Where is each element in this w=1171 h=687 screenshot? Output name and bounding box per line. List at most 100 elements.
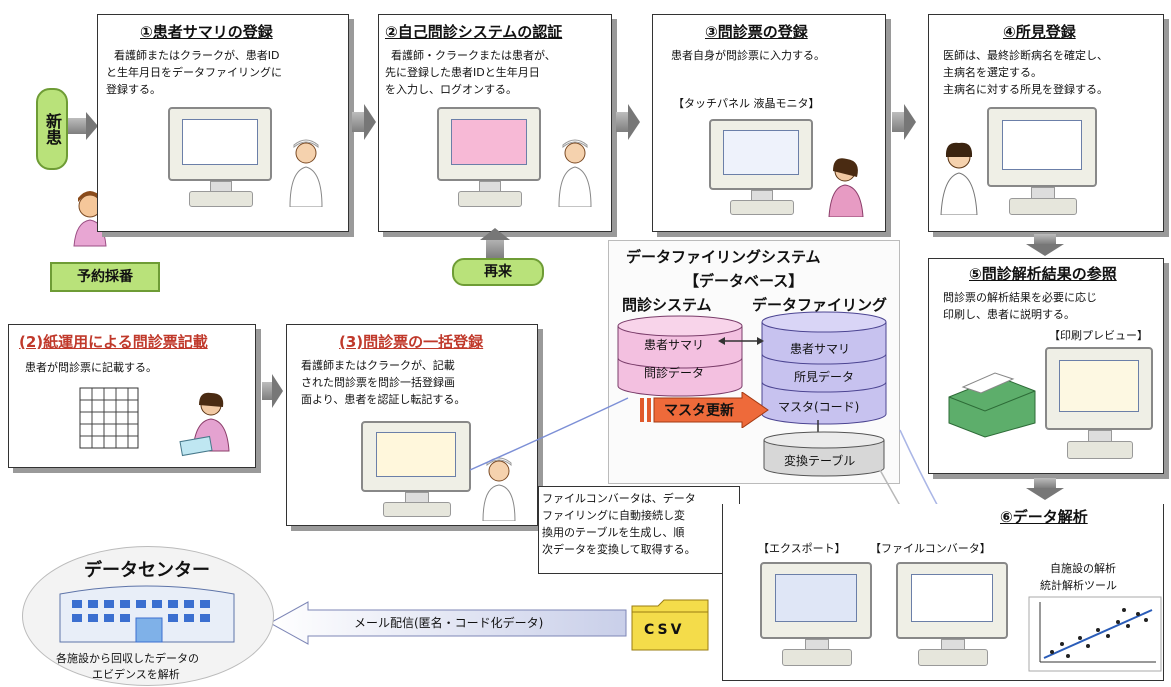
step1-line1: 看護師またはクラークが、患者ID	[114, 49, 280, 62]
bulk-box: (3)問診票の一括登録 看護師またはクラークが、記載 された問診票を問診一括登録…	[286, 324, 538, 526]
step5-title: ⑤問診解析結果の参照	[969, 265, 1117, 283]
db-title2: 【データベース】	[684, 272, 804, 290]
db-right-item-2: マスタ(コード)	[778, 400, 860, 414]
step5-preview: 【印刷プレビュー】	[1049, 329, 1148, 342]
bulk-title: (3)問診票の一括登録	[339, 333, 484, 351]
step3-device: 【タッチパネル 液晶モニタ】	[673, 97, 820, 110]
csv-label: CSV	[644, 622, 685, 638]
step1-line2: と生年月日をデータファイリングに	[106, 66, 282, 79]
datacenter-caption2: エビデンスを解析	[92, 668, 180, 681]
step6-title: ⑥データ解析	[1000, 508, 1088, 526]
step4-box: ④所見登録 医師は、最終診断病名を確定し、 主病名を選定する。 主病名に対する所…	[928, 14, 1164, 232]
step6-export: 【エクスポート】	[758, 542, 846, 555]
printer-icon	[948, 372, 1036, 438]
arrow-1-2	[352, 112, 366, 132]
db-right-item-1: 所見データ	[794, 370, 855, 384]
interview-db-cylinder	[617, 315, 743, 397]
nurse-figure	[289, 139, 323, 207]
return-arrowhead	[480, 228, 510, 240]
mail-delivery-label: メール配信(匿名・コード化データ)	[354, 616, 544, 630]
step4-monitor	[987, 107, 1097, 215]
master-update-label: マスタ更新	[664, 403, 734, 419]
writing-patient-figure	[179, 392, 230, 457]
step4-line2: 主病名を選定する。	[943, 66, 1042, 79]
bulk-line2: された問診票を問診一括登録画	[301, 376, 455, 389]
step6-tool1: 自施設の解析	[1050, 562, 1116, 575]
step5-box: ⑤問診解析結果の参照 問診票の解析結果を必要に応じ 印刷し、患者に説明する。 【…	[928, 258, 1164, 474]
step1-line3: 登録する。	[106, 83, 161, 96]
converter-note-line3: 換用のテーブルを生成し、順	[542, 526, 685, 539]
csv-folder-icon	[631, 599, 709, 651]
scatter-plot-icon	[1028, 596, 1162, 672]
export-monitor	[760, 562, 872, 666]
bulk-line1: 看護師またはクラークが、記載	[301, 359, 455, 372]
questionnaire-sheet-icon	[79, 387, 139, 449]
step5-line1: 問診票の解析結果を必要に応じ	[943, 291, 1097, 304]
paper-box: (2)紙運用による問診票記載 患者が問診票に記載する。	[8, 324, 256, 468]
step3-box: ③問診票の登録 患者自身が問診票に入力する。 【タッチパネル 液晶モニタ】	[652, 14, 886, 232]
new-patient-arrowhead	[86, 112, 98, 140]
db-left-item-0: 患者サマリ	[644, 338, 705, 352]
step2-box: ②自己問診システムの認証 看護師・クラークまたは患者が、 先に登録した患者IDと…	[378, 14, 612, 232]
patient-figure	[828, 158, 864, 217]
step5-line2: 印刷し、患者に説明する。	[943, 308, 1075, 321]
new-patient-arrow	[68, 118, 88, 134]
db-title1: データファイリングシステム	[626, 248, 821, 266]
reservation-label: 予約採番	[50, 262, 160, 292]
step3-title: ③問診票の登録	[705, 23, 808, 41]
step6-converter: 【ファイルコンバータ】	[870, 542, 991, 555]
arrow-5-6	[1034, 478, 1056, 488]
step2-line3: を入力し、ログオンする。	[385, 83, 517, 96]
step4-title: ④所見登録	[1003, 23, 1076, 41]
step2-line1: 看護師・クラークまたは患者が、	[391, 49, 556, 62]
sync-arrow	[718, 337, 764, 345]
arrow-3-4	[892, 112, 906, 132]
step2-monitor	[437, 107, 541, 207]
return-arrow	[486, 236, 504, 258]
arrowhead-2-3	[628, 104, 640, 140]
arrow-paper-bulk	[262, 382, 274, 400]
return-visit-label: 再来	[452, 258, 544, 286]
arrowhead-5-6	[1026, 488, 1064, 500]
nurse-figure-3	[482, 457, 516, 521]
doctor-figure	[940, 142, 978, 215]
arrowhead-1-2	[364, 104, 376, 140]
arrow-2-3	[616, 112, 630, 132]
arrow-4-5	[1034, 234, 1056, 244]
step2-title: ②自己問診システムの認証	[385, 23, 563, 41]
step1-box: ①患者サマリの登録 看護師またはクラークが、患者ID と生年月日をデータファイリ…	[97, 14, 349, 232]
paper-title: (2)紙運用による問診票記載	[19, 333, 208, 351]
db-right-head: データファイリング	[752, 296, 888, 314]
mail-delivery-arrow	[268, 601, 627, 645]
converter-note-box	[538, 486, 740, 574]
step3-monitor	[709, 119, 813, 216]
filing-db-cylinder	[761, 311, 887, 425]
step1-monitor	[168, 107, 272, 207]
db-right-item-0: 患者サマリ	[790, 342, 851, 356]
converter-note-line4: 次データを変換して取得する。	[542, 543, 696, 556]
nurse-figure-2	[558, 139, 592, 207]
step6-tool2: 統計解析ツール	[1040, 579, 1117, 592]
paper-line1: 患者が問診票に記載する。	[25, 361, 157, 374]
converter-note-line1: ファイルコンバータは、データ	[542, 492, 696, 505]
bulk-monitor	[361, 421, 471, 518]
step4-line1: 医師は、最終診断病名を確定し、	[943, 49, 1108, 62]
step3-line1: 患者自身が問診票に入力する。	[671, 49, 825, 62]
datacenter-building-icon	[59, 585, 235, 643]
step4-line3: 主病名に対する所見を登録する。	[943, 83, 1108, 96]
db-left-item-1: 問診データ	[644, 366, 705, 380]
converter-note-line2: ファイリングに自動接続し変	[542, 509, 685, 522]
arrowhead-paper-bulk	[272, 374, 283, 408]
arrowhead-3-4	[904, 104, 916, 140]
conversion-table-cylinder	[763, 431, 885, 477]
step1-title: ①患者サマリの登録	[140, 23, 273, 41]
bulk-line3: 面より、患者を認証し転記する。	[301, 393, 466, 406]
step2-line2: 先に登録した患者IDと生年月日	[385, 66, 540, 79]
master-update-arrow	[640, 392, 769, 428]
new-patient-label: 新患	[36, 88, 68, 170]
step5-monitor	[1045, 347, 1153, 459]
datacenter-title: データセンター	[84, 560, 210, 581]
arrowhead-4-5	[1026, 244, 1064, 256]
db-left-head: 問診システム	[622, 296, 712, 314]
datacenter-caption1: 各施設から回収したデータの	[56, 652, 199, 665]
